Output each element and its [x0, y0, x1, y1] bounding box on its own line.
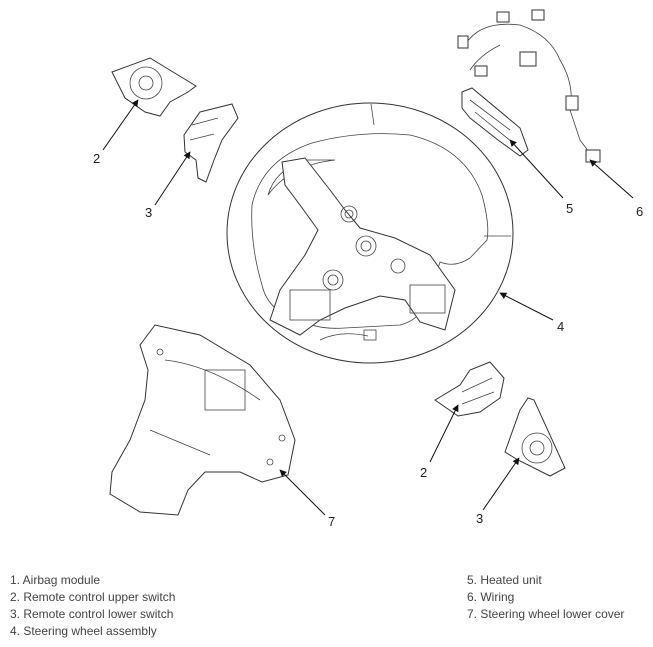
- heated-unit: [461, 87, 529, 157]
- legend-left: 1. Airbag module 2. Remote control upper…: [10, 572, 175, 640]
- legend-item: 6. Wiring: [467, 590, 515, 604]
- remote-control-lower-switch-right: [504, 397, 566, 477]
- remote-control-upper-switch-left: [111, 57, 197, 117]
- leader-lines: [102, 99, 634, 516]
- legend-item: 7. Steering wheel lower cover: [467, 607, 625, 621]
- wiring: [457, 9, 601, 163]
- callout-wiring: 6: [636, 204, 643, 219]
- callout-lower-switch-left: 3: [145, 205, 152, 220]
- remote-control-lower-switch-left: [183, 103, 239, 183]
- callout-upper-switch-right: 2: [420, 465, 427, 480]
- steering-wheel-assembly: [226, 102, 514, 364]
- legend-item: 4. Steering wheel assembly: [10, 624, 157, 638]
- exploded-parts-diagram: 2 3 5 6 4 2 3 7: [93, 9, 643, 529]
- remote-control-upper-switch-right: [434, 361, 505, 417]
- callout-lower-switch-right: 3: [476, 511, 483, 526]
- callout-lower-cover: 7: [328, 514, 335, 529]
- callout-heated-unit: 5: [566, 201, 573, 216]
- legend-item: 1. Airbag module: [10, 573, 101, 587]
- callout-upper-switch-left: 2: [93, 151, 100, 166]
- steering-wheel-lower-cover: [109, 324, 296, 516]
- legend-item: 5. Heated unit: [467, 573, 542, 587]
- legend-right: 5. Heated unit 6. Wiring 7. Steering whe…: [467, 572, 624, 623]
- legend-item: 3. Remote control lower switch: [10, 607, 174, 621]
- legend-item: 2. Remote control upper switch: [10, 590, 176, 604]
- callout-steering-wheel-assembly: 4: [557, 319, 564, 334]
